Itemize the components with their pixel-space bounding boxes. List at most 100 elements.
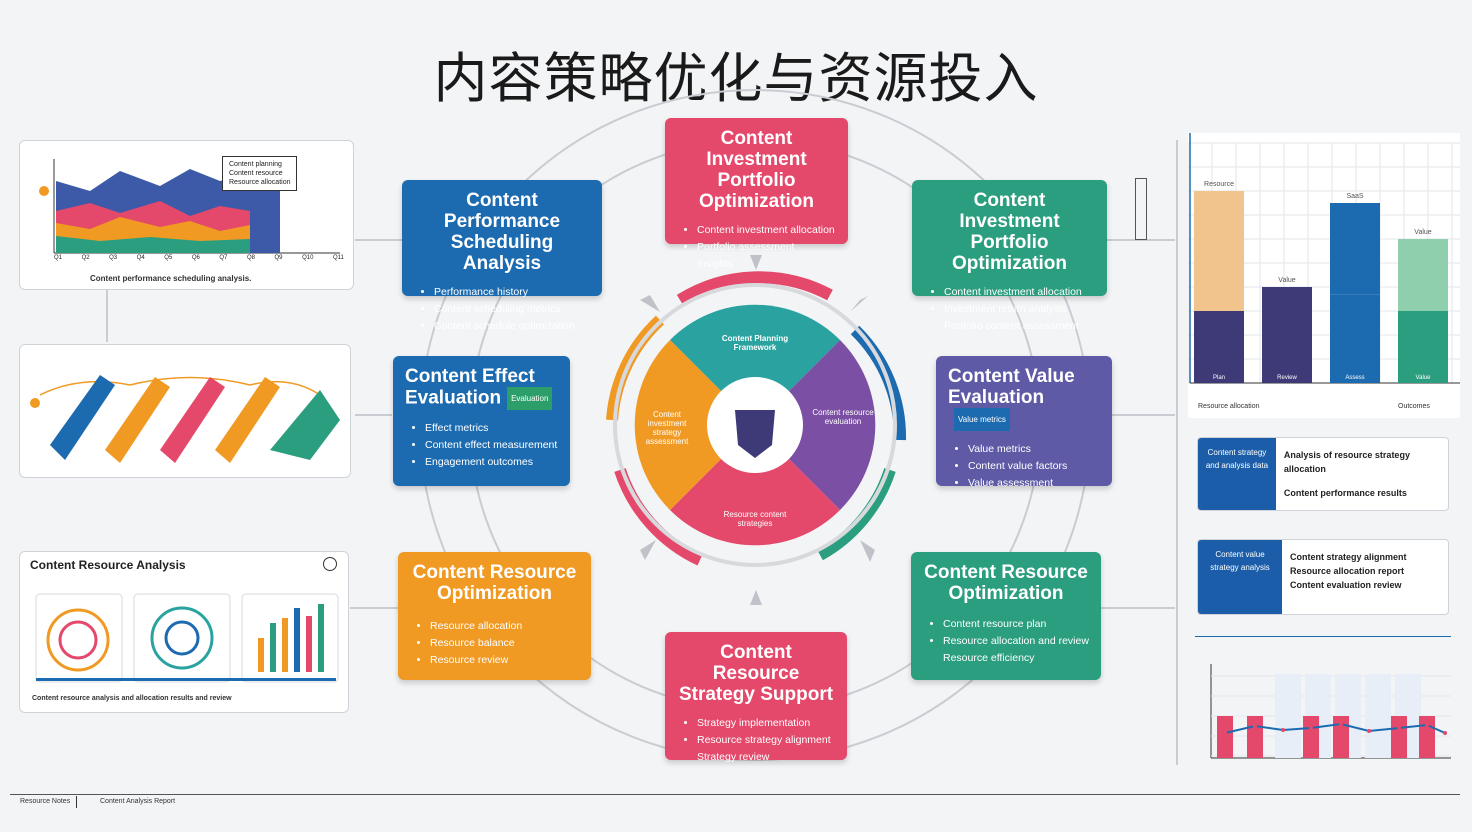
wheel-label-right: Content resource evaluation	[812, 408, 874, 426]
card-bullet: Insights	[697, 258, 734, 270]
card-bullet: Resource balance	[430, 635, 579, 652]
x-tick: Q5	[164, 255, 173, 261]
card-bullet: Resource review	[430, 652, 579, 669]
card-bullet: Investment return analysis	[944, 301, 1095, 318]
info-line: Resource allocation report	[1290, 566, 1405, 576]
card-bullet: Engagement outcomes	[425, 454, 558, 471]
info-box-content: Analysis of resource strategy allocation…	[1276, 438, 1448, 510]
ribbon-illustration	[30, 375, 340, 463]
card-bullet: Effect metrics	[425, 420, 558, 437]
x-axis-label: Resource allocation	[1198, 403, 1260, 410]
trend-point	[1425, 723, 1429, 727]
card-title: Content Investment Portfolio Optimizatio…	[951, 190, 1068, 274]
card-title: Content Resource Optimization	[924, 562, 1088, 604]
card-top-portfolio: Content Investment Portfolio Optimizatio…	[665, 118, 848, 270]
card-bullet: Strategy implementation	[697, 715, 835, 732]
x-tick: Q9	[274, 255, 283, 261]
bar-lower-value	[1398, 311, 1448, 383]
stacked-area-chart	[39, 159, 340, 254]
y-axis-label: Outcomes	[1398, 403, 1430, 410]
card-title: Content Performance Scheduling Analysis	[443, 190, 561, 274]
card-bullet: Resource allocation	[430, 618, 579, 635]
panel-caption: Content resource analysis and allocation…	[32, 695, 232, 702]
settings-icon[interactable]	[323, 557, 337, 571]
card-resource-optimization-right: Content Resource Optimization Content re…	[911, 552, 1101, 680]
bar-data-label: Value	[1278, 277, 1295, 284]
trend-point	[1281, 728, 1285, 732]
x-tick: Q1	[54, 255, 63, 261]
trend-point	[1397, 726, 1401, 730]
card-bullet: Resource strategy alignment	[697, 732, 835, 749]
trend-bar	[1391, 716, 1407, 758]
card-value-evaluation: Content Value EvaluationValue metrics Va…	[936, 356, 1112, 489]
trend-point	[1223, 731, 1227, 735]
bar-data-label: Value	[1414, 229, 1431, 236]
footer-right: Content Analysis Report	[100, 798, 176, 805]
card-bullet: Portfolio assessment	[697, 239, 836, 256]
trend-bar	[1333, 716, 1349, 758]
card-bullet: Resource efficiency	[943, 652, 1035, 664]
trend-point	[1443, 731, 1447, 735]
card-bullet: Content investment allocation	[697, 222, 836, 239]
info-box-value: Content value strategy analysis Content …	[1197, 539, 1449, 615]
panel-resource-analysis: Content Resource Analysis Content resour…	[19, 551, 349, 713]
x-tick: Q10	[302, 255, 314, 261]
card-bullet: Resource allocation and review	[943, 633, 1089, 650]
card-tag: Evaluation	[507, 387, 553, 410]
card-bullet: Content effect measurement	[425, 437, 558, 454]
trend-chart-panel	[1195, 635, 1455, 766]
card-resource-optimization-left: Content Resource Optimization Resource a…	[398, 552, 591, 680]
footer-rule	[10, 794, 1460, 795]
card-bullet: Content resource plan	[943, 616, 1089, 633]
chart-legend: Content planning Content resource Resour…	[222, 156, 298, 191]
axis-scale-icon	[1135, 178, 1147, 240]
footer-divider	[76, 796, 77, 808]
bar-data-label: Resource	[1204, 181, 1234, 188]
info-box-content: Content strategy alignment Resource allo…	[1282, 540, 1415, 614]
bar-upper-plan	[1194, 191, 1244, 311]
page-title: 内容策略优化与资源投入	[433, 47, 1039, 110]
x-tick: Q3	[109, 255, 118, 261]
x-tick: Q7	[219, 255, 228, 261]
x-tick: Q8	[246, 255, 255, 261]
bar-upper-assess	[1330, 203, 1380, 295]
info-box-label: Content strategy and analysis data	[1198, 438, 1276, 510]
bar-upper-value	[1398, 239, 1448, 311]
info-box-strategy: Content strategy and analysis data Analy…	[1197, 437, 1449, 511]
wheel-label-left: Content investment strategy assessment	[645, 410, 689, 446]
trend-bar	[1217, 716, 1233, 758]
bar-lower-review	[1262, 287, 1312, 383]
legend-item: Resource allocation	[229, 179, 291, 186]
x-tick-label: Assess	[1345, 375, 1364, 381]
x-tick-label: Plan	[1213, 375, 1225, 381]
card-title: Content Resource Optimization	[412, 562, 577, 604]
trend-point	[1309, 726, 1313, 730]
panel-title: Content Resource Analysis	[30, 558, 186, 572]
card-investment-portfolio: Content Investment Portfolio Optimizatio…	[912, 180, 1107, 332]
card-bullet: Value assessment	[968, 475, 1100, 492]
card-title: Content Value Evaluation	[948, 366, 1075, 408]
card-heading: Content Value EvaluationValue metrics	[948, 366, 1100, 431]
bg-band	[1365, 674, 1391, 758]
info-box-label: Content value strategy analysis	[1198, 540, 1282, 614]
x-tick: Q2	[81, 255, 90, 261]
trend-point	[1253, 724, 1257, 728]
x-tick-label: Value	[1416, 375, 1432, 381]
card-title: Content Resource Strategy Support	[678, 642, 834, 705]
wheel-label-bottom: Resource content strategies	[723, 510, 787, 528]
card-title: Content Effect Evaluation	[405, 366, 535, 409]
x-tick: Q6	[191, 255, 200, 261]
card-strategy-support: Content Resource Strategy Support Strate…	[665, 632, 847, 763]
trend-bar	[1419, 716, 1435, 758]
info-line: Content evaluation review	[1290, 580, 1402, 590]
card-title: Content Investment Portfolio Optimizatio…	[698, 128, 815, 212]
bar-lower-plan	[1194, 311, 1244, 383]
bar-chart: ResourcePlanValueReviewSaaSAssessValueVa…	[1187, 133, 1460, 384]
card-bullet: Performance history	[434, 284, 590, 301]
panel-ribbon-illustration	[19, 344, 351, 478]
card-bullet: Strategy review	[697, 751, 770, 763]
info-line: Analysis of resource strategy allocation	[1283, 450, 1410, 474]
bar-lower-assess	[1330, 294, 1380, 383]
